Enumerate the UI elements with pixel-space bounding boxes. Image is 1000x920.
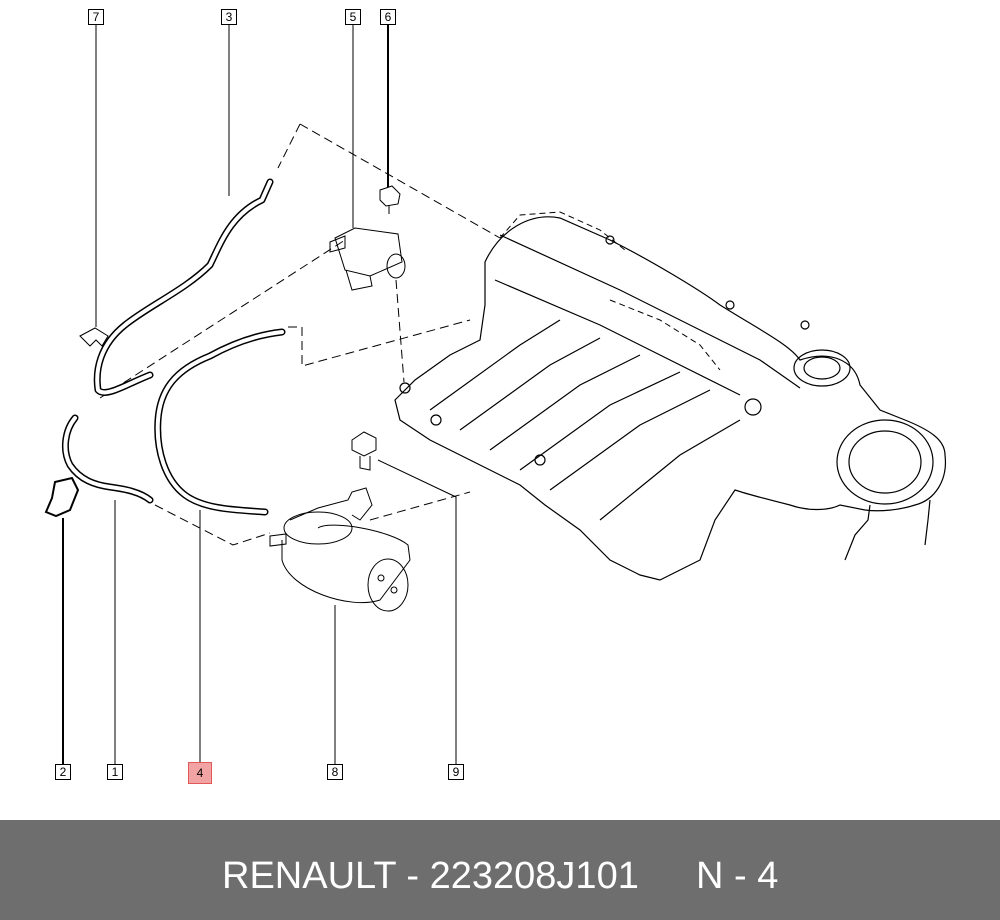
bolt-part-9 [351,431,377,471]
callout-9: 9 [448,764,464,780]
callout-2: 2 [55,764,71,780]
callout-1: 1 [107,764,123,780]
intake-manifold [394,216,947,581]
solenoid-valve-part-5 [329,227,406,291]
connector-part-2 [44,476,80,518]
callout-6: 6 [380,9,396,25]
callout-3: 3 [221,9,237,25]
part-number-text: RENAULT - 223208J101 [222,855,639,897]
footer-bar: RENAULT - 223208J101 N - 4 [0,820,1000,920]
callout-8: 8 [327,764,343,780]
callout-4-highlighted: 4 [188,762,212,784]
vacuum-reservoir-part-8 [269,487,411,612]
callout-7: 7 [88,9,104,25]
exploded-view-drawing [44,25,947,764]
reference-text: N - 4 [696,855,779,897]
parts-diagram [44,25,947,764]
clip-part-7 [79,327,109,347]
callout-5: 5 [345,9,361,25]
bolt-part-6 [379,185,401,214]
leader-line-9 [377,459,457,764]
